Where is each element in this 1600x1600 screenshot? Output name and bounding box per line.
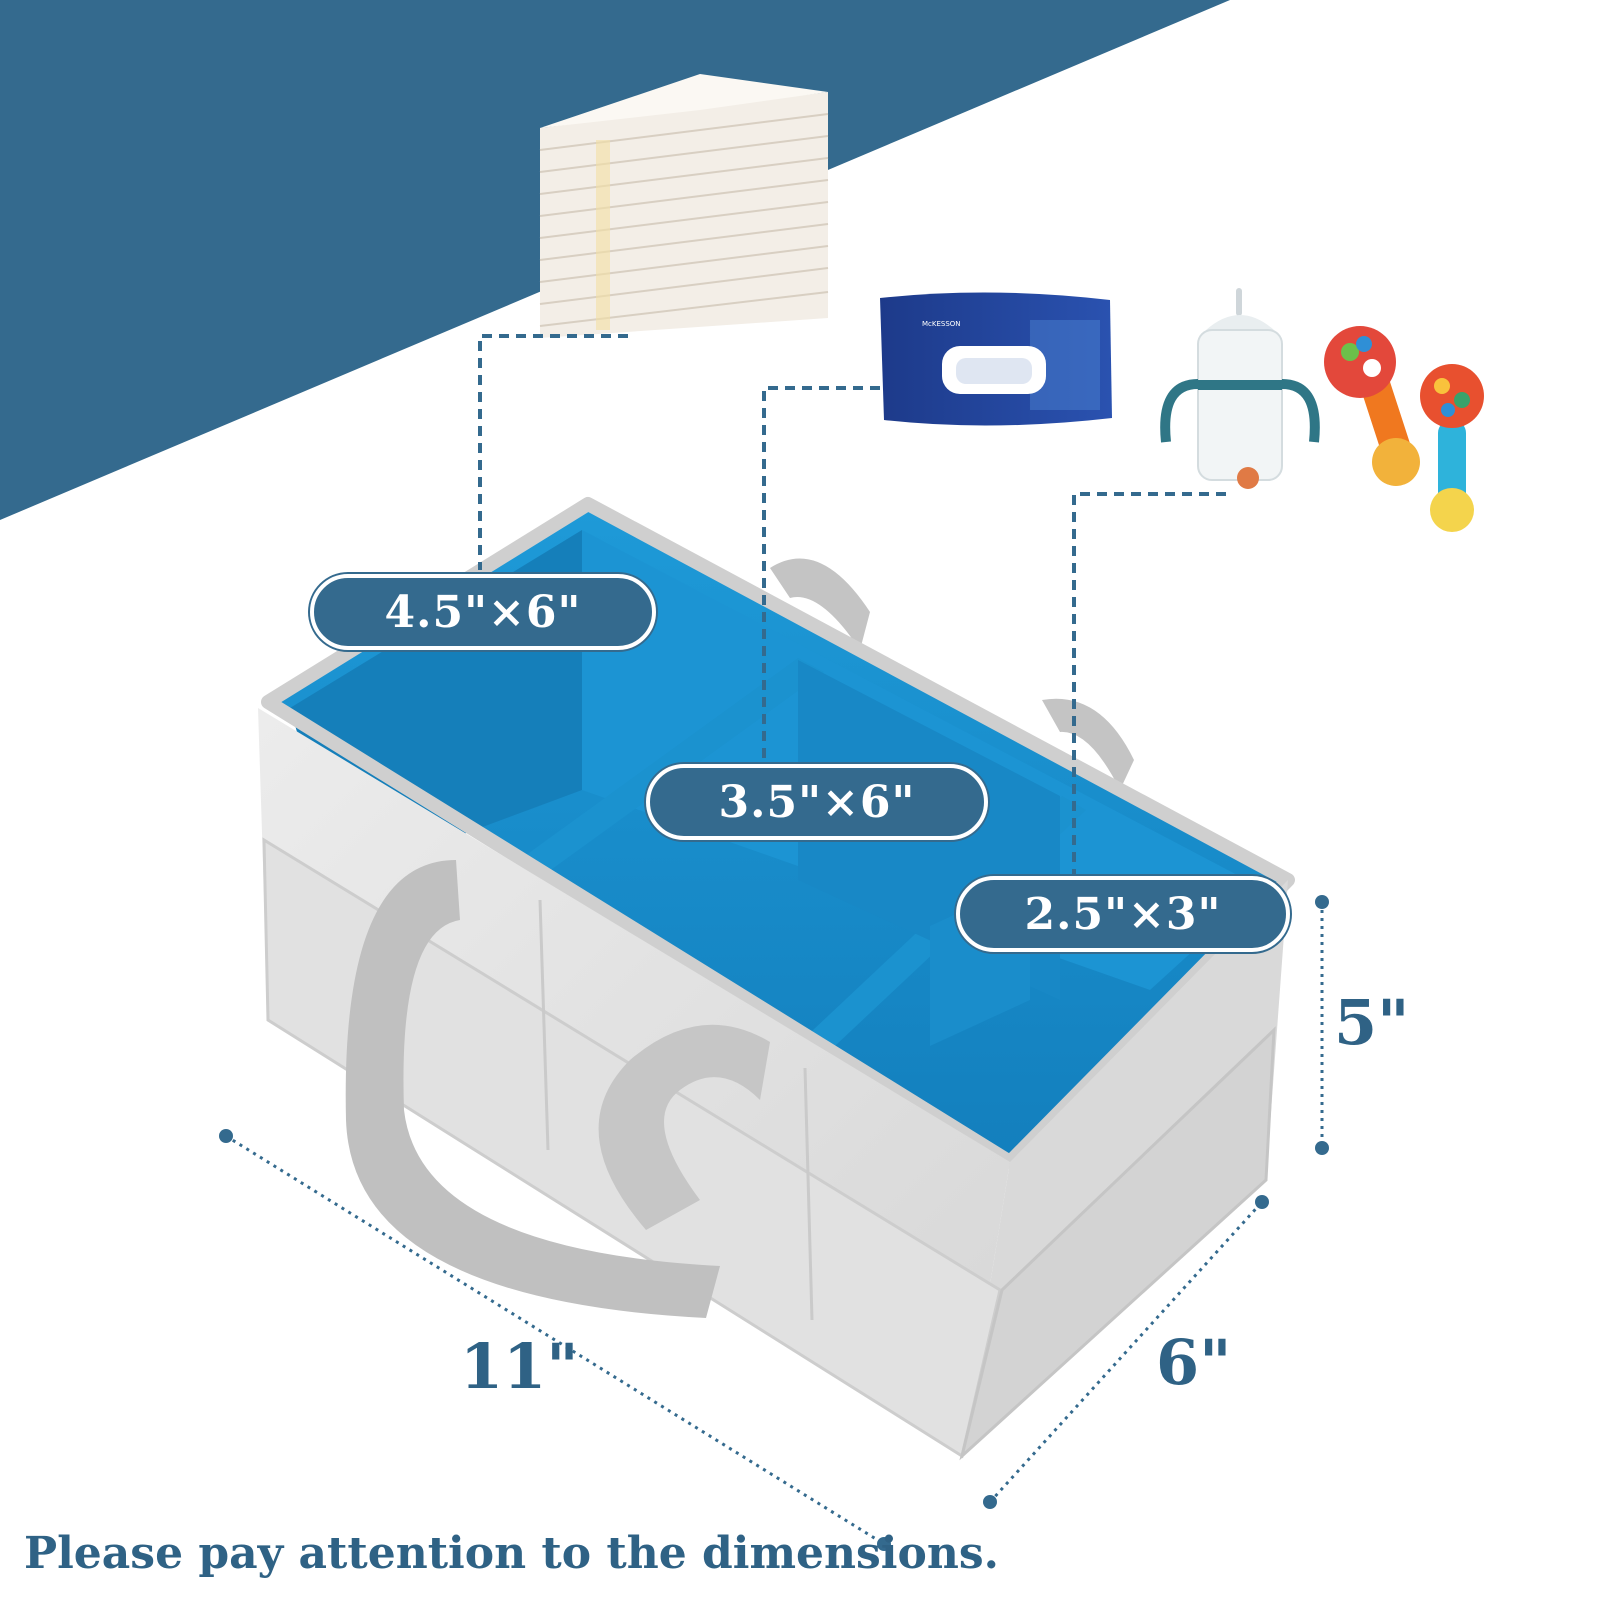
diapers-stack-icon [539, 74, 829, 338]
front-handle-right [598, 1024, 770, 1230]
dimension-endpoints [219, 895, 1329, 1551]
rattle-icon [1324, 326, 1484, 532]
back-handle [770, 558, 870, 650]
wipes-pack-icon: McKESSON [880, 292, 1112, 426]
compartment-label-middle: 3.5"×6" [646, 764, 988, 840]
width-dimension: 6" [1156, 1326, 1232, 1399]
leader-lines [478, 334, 1226, 876]
wipes-brand-text: McKESSON [922, 320, 961, 328]
compartment-label-left: 4.5"×6" [310, 574, 656, 650]
sippy-cup-icon [1160, 288, 1320, 489]
back-handle-right [1042, 698, 1134, 790]
front-handle-left [345, 860, 720, 1318]
side-pocket [959, 1026, 1276, 1461]
height-dimension: 5" [1334, 986, 1410, 1059]
length-dimension: 11" [460, 1330, 579, 1403]
compartment-label-right: 2.5"×3" [956, 876, 1290, 952]
dimensions-caption: Please pay attention to the dimensions. [24, 1528, 999, 1579]
dimension-lines [225, 902, 1324, 1546]
